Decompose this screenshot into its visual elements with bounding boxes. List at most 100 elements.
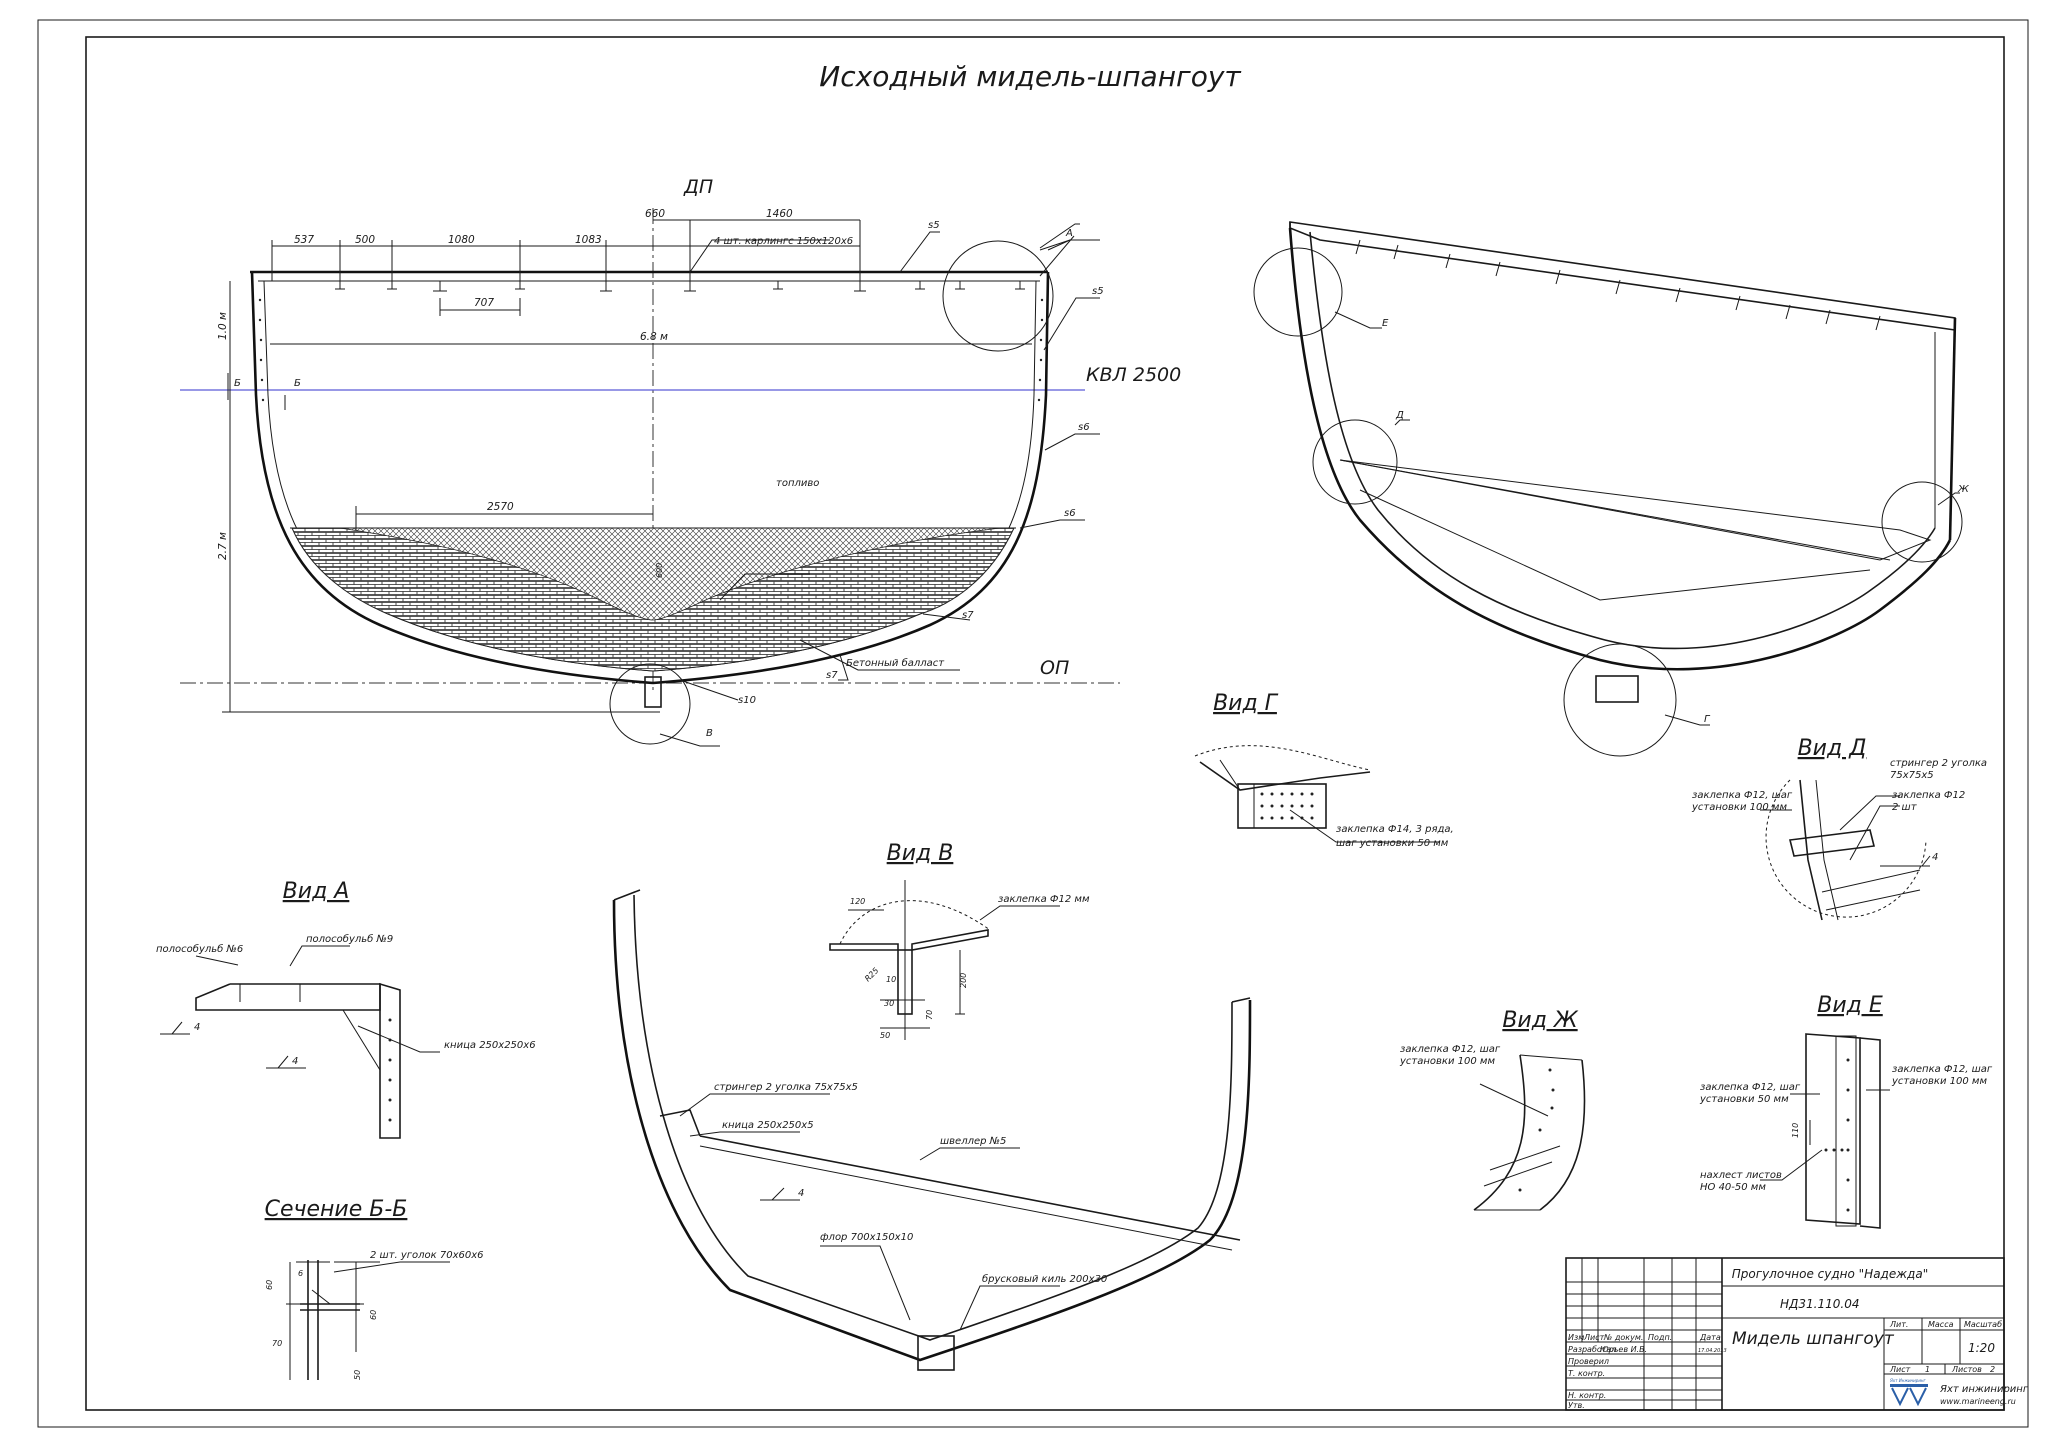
view-e-label-6: НО 40-50 мм — [1700, 1182, 1766, 1193]
stamp-website: www.marineeng.ru — [1940, 1397, 2016, 1406]
carlings-label: 4 шт. карлингс 150х120х6 — [714, 236, 853, 247]
baseline-label: ОП — [1040, 657, 1069, 679]
view-d-title: Вид Д — [1798, 736, 1867, 761]
callout-zh-label: Ж — [1957, 484, 1970, 495]
title-block: Изм Лист № докум. Подп. Дата Разработал … — [1565, 1257, 2029, 1411]
view-g-label-2: шаг установки 50 мм — [1336, 838, 1449, 849]
callout-circle-a — [942, 240, 1054, 352]
stamp-mass-label: Масса — [1928, 1320, 1954, 1329]
stamp-company: Яхт инжиниринг — [1939, 1384, 2029, 1395]
company-logo: Яхт Инжиниринг — [1889, 1378, 1928, 1407]
view-e-plate-1 — [1805, 1033, 1861, 1225]
callout-v-label: В — [706, 728, 713, 739]
section-bb-dim-60b: 60 — [369, 1310, 378, 1320]
stamp-col-date: Дата — [1699, 1333, 1721, 1342]
section-bb-dim-70: 70 — [272, 1339, 282, 1348]
section-bb-dim-6: 6 — [298, 1269, 303, 1278]
view-v-title: Вид В — [887, 841, 954, 866]
view-e-label-3: заклепка Ф12, шаг — [1892, 1064, 1993, 1075]
dim-1083: 1083 — [575, 234, 602, 246]
view-v-dim-r25: R25 — [863, 966, 881, 984]
view-a-bulb9: полособульб №9 — [306, 933, 393, 945]
view-d-label-2: установки 100 мм — [1691, 802, 1787, 813]
dim-660: 660 — [645, 208, 665, 220]
waterline-label: КВЛ 2500 — [1086, 364, 1181, 386]
centerline-label: ДП — [683, 176, 713, 198]
view-a-bracket — [342, 1009, 381, 1071]
frame-bracket-label: кница 250х250х5 — [722, 1120, 814, 1131]
view-d-weld: 4 — [1932, 852, 1938, 863]
view-v-dim-50: 50 — [880, 1031, 890, 1040]
view-v-dim-30: 30 — [884, 999, 894, 1008]
view-zh-label-1: заклепка Ф12, шаг — [1400, 1044, 1501, 1055]
iso-shell-inner — [1309, 231, 1936, 650]
view-e-label-5: нахлест листов — [1700, 1170, 1782, 1181]
frame-inner — [633, 894, 1233, 1341]
view-v-plate-left — [829, 943, 899, 951]
stamp-row-checker: Проверил — [1568, 1357, 1609, 1366]
view-zh: Вид Ж заклепка Ф12, шаг установки 100 мм — [1399, 1008, 1586, 1211]
view-e-label-2: установки 50 мм — [1699, 1094, 1789, 1105]
plate-s7-bottom: s7 — [826, 670, 838, 681]
iso-deck-top — [1289, 221, 1956, 331]
dim-500: 500 — [355, 234, 375, 246]
iso-deck-beams — [1355, 239, 1881, 331]
view-a: Вид А полособульб №6 полособульб №9 книц… — [156, 879, 536, 1139]
view-a-weld-1: 4 — [194, 1022, 200, 1033]
view-e-label-4: установки 100 мм — [1891, 1076, 1987, 1087]
drawing-title: Исходный мидель-шпангоут — [819, 60, 1241, 93]
view-d-label-6: 2 шт — [1892, 802, 1918, 813]
callout-circle-g — [1563, 643, 1677, 757]
stamp-col-doc: № докум. — [1603, 1333, 1643, 1342]
top-dim-chain — [222, 219, 861, 713]
logo-text: Яхт Инжиниринг — [1889, 1378, 1927, 1383]
frame-bracket — [659, 1109, 701, 1137]
view-a-bulb6: полособульб №6 — [156, 943, 243, 955]
outer-frame — [37, 19, 2029, 1428]
section-mark-b-right: Б — [294, 378, 301, 389]
stamp-date: 17.04.2013 — [1698, 1348, 1727, 1354]
view-a-weld-2: 4 — [292, 1056, 298, 1067]
view-zh-plate-outer — [1473, 1054, 1526, 1211]
view-g-label-1: заклепка Ф14, 3 ряда, — [1336, 824, 1454, 835]
view-d-shell — [1799, 779, 1823, 921]
iso-floor-line — [1339, 459, 1932, 561]
plate-s7-bilge: s7 — [962, 610, 974, 621]
callout-a-label: А — [1065, 228, 1073, 239]
view-d-label-5: заклепка Ф12 — [1892, 790, 1965, 801]
view-v-rivet-label: заклепка Ф12 мм — [998, 894, 1090, 905]
frame-keel-label: брусковый киль 200х30 — [982, 1273, 1107, 1285]
fuel-tank — [339, 527, 1001, 621]
callout-e-label: Е — [1382, 318, 1389, 329]
rivet-row — [258, 298, 1044, 402]
section-mark-b-left: Б — [234, 378, 241, 389]
view-a-side — [379, 982, 401, 1139]
callout-circle-zh — [1881, 481, 1963, 563]
plate-s6-upper: s6 — [1078, 422, 1090, 433]
iso-keel-block — [1595, 675, 1639, 703]
view-d-stringer — [1789, 829, 1875, 857]
deck-stiffeners — [335, 281, 1025, 292]
dim-707: 707 — [474, 297, 494, 309]
stamp-doc-title: Мидель шпангоут — [1732, 1329, 1895, 1349]
iso-side-edge — [1948, 317, 1957, 541]
view-g-title: Вид Г — [1213, 691, 1279, 716]
view-d-label-1: заклепка Ф12, шаг — [1692, 790, 1793, 801]
view-d: Вид Д заклепка Ф12, шаг установки 100 мм… — [1691, 736, 1987, 921]
leaders — [659, 223, 1100, 747]
plate-s5-deck: s5 — [928, 220, 940, 231]
callout-circle-v — [609, 663, 691, 745]
view-e-title: Вид Е — [1817, 993, 1883, 1018]
view-e-label-1: заклепка Ф12, шаг — [1700, 1082, 1801, 1093]
view-e-stringer — [1859, 1037, 1881, 1229]
dim-height-upper: 1.0 м — [217, 312, 229, 340]
view-v-dim-10: 10 — [886, 975, 896, 984]
view-v-dim-70: 70 — [925, 1010, 934, 1020]
dim-537: 537 — [294, 234, 314, 246]
view-d-label-4: 75х75х5 — [1890, 770, 1934, 781]
stamp-sheet-value: 1 — [1925, 1365, 1930, 1374]
section-bb-plate — [307, 1260, 319, 1380]
view-a-deck — [195, 983, 381, 1011]
stamp-developer-name: Юрьев И.В. — [1600, 1345, 1647, 1354]
stamp-row-tcontrol: Т. контр. — [1568, 1369, 1605, 1378]
